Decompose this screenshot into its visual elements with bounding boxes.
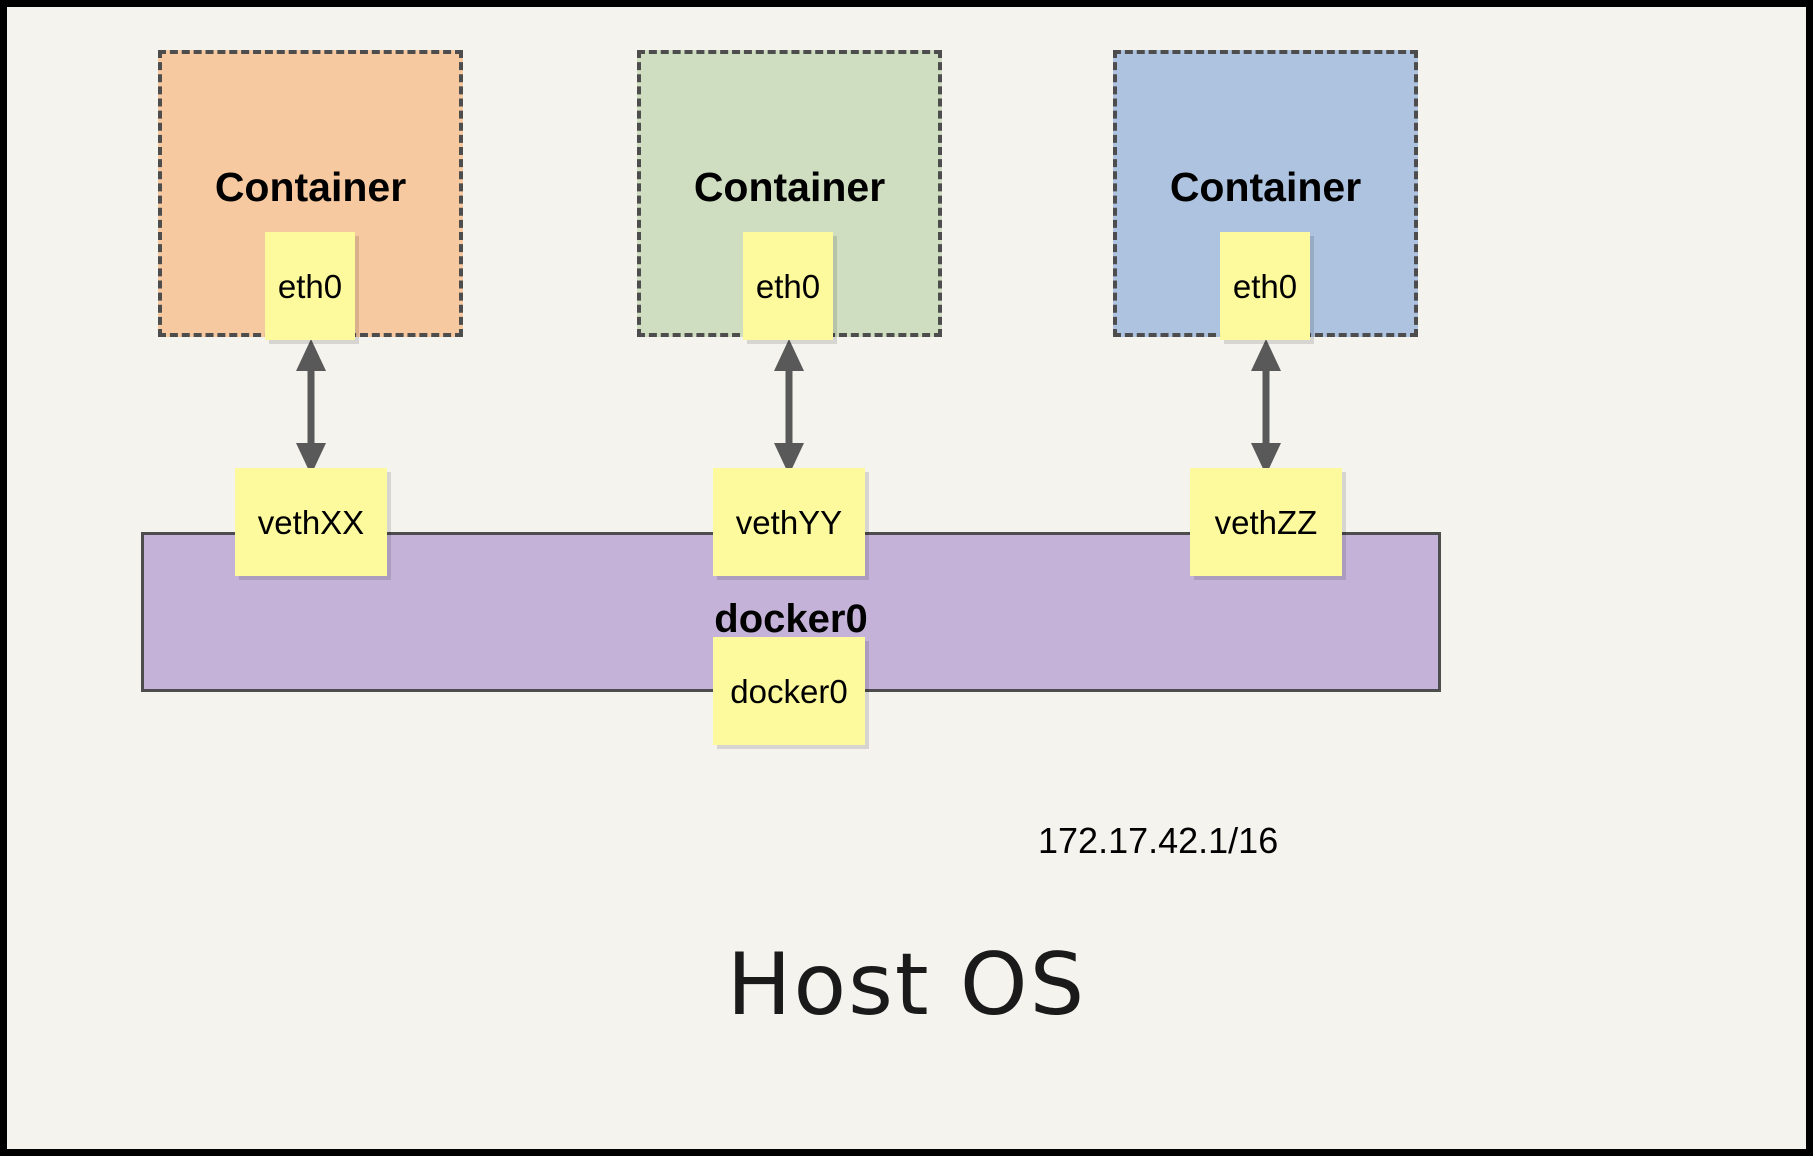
eth0-label-2: eth0 — [755, 267, 821, 305]
arrow-eth0-vethxx — [296, 339, 326, 475]
veth-note-2: vethYY — [713, 468, 865, 576]
veth-label-1: vethXX — [257, 503, 365, 541]
host-os-title: Host OS — [726, 935, 1087, 1035]
diagram-stage: Container eth0 Container eth0 Container … — [7, 7, 1806, 1149]
container-title-3: Container — [1169, 164, 1362, 210]
eth0-label-1: eth0 — [277, 267, 343, 305]
veth-note-1: vethXX — [235, 468, 387, 576]
eth0-note-2: eth0 — [743, 232, 833, 340]
eth0-note-1: eth0 — [265, 232, 355, 340]
eth0-note-3: eth0 — [1220, 232, 1310, 340]
veth-note-3: vethZZ — [1190, 468, 1342, 576]
arrow-eth0-vethyy — [774, 339, 804, 475]
docker0-note-label: docker0 — [730, 672, 848, 710]
container-title-2: Container — [693, 164, 886, 210]
docker0-bridge-label: docker0 — [714, 597, 868, 641]
arrow-eth0-vethzz — [1251, 339, 1281, 475]
docker0-ip-label: 172.17.42.1/16 — [1038, 820, 1279, 861]
docker0-note: docker0 — [713, 637, 865, 745]
veth-label-2: vethYY — [735, 503, 843, 541]
eth0-label-3: eth0 — [1232, 267, 1298, 305]
veth-label-3: vethZZ — [1214, 503, 1318, 541]
container-title-1: Container — [214, 164, 407, 210]
